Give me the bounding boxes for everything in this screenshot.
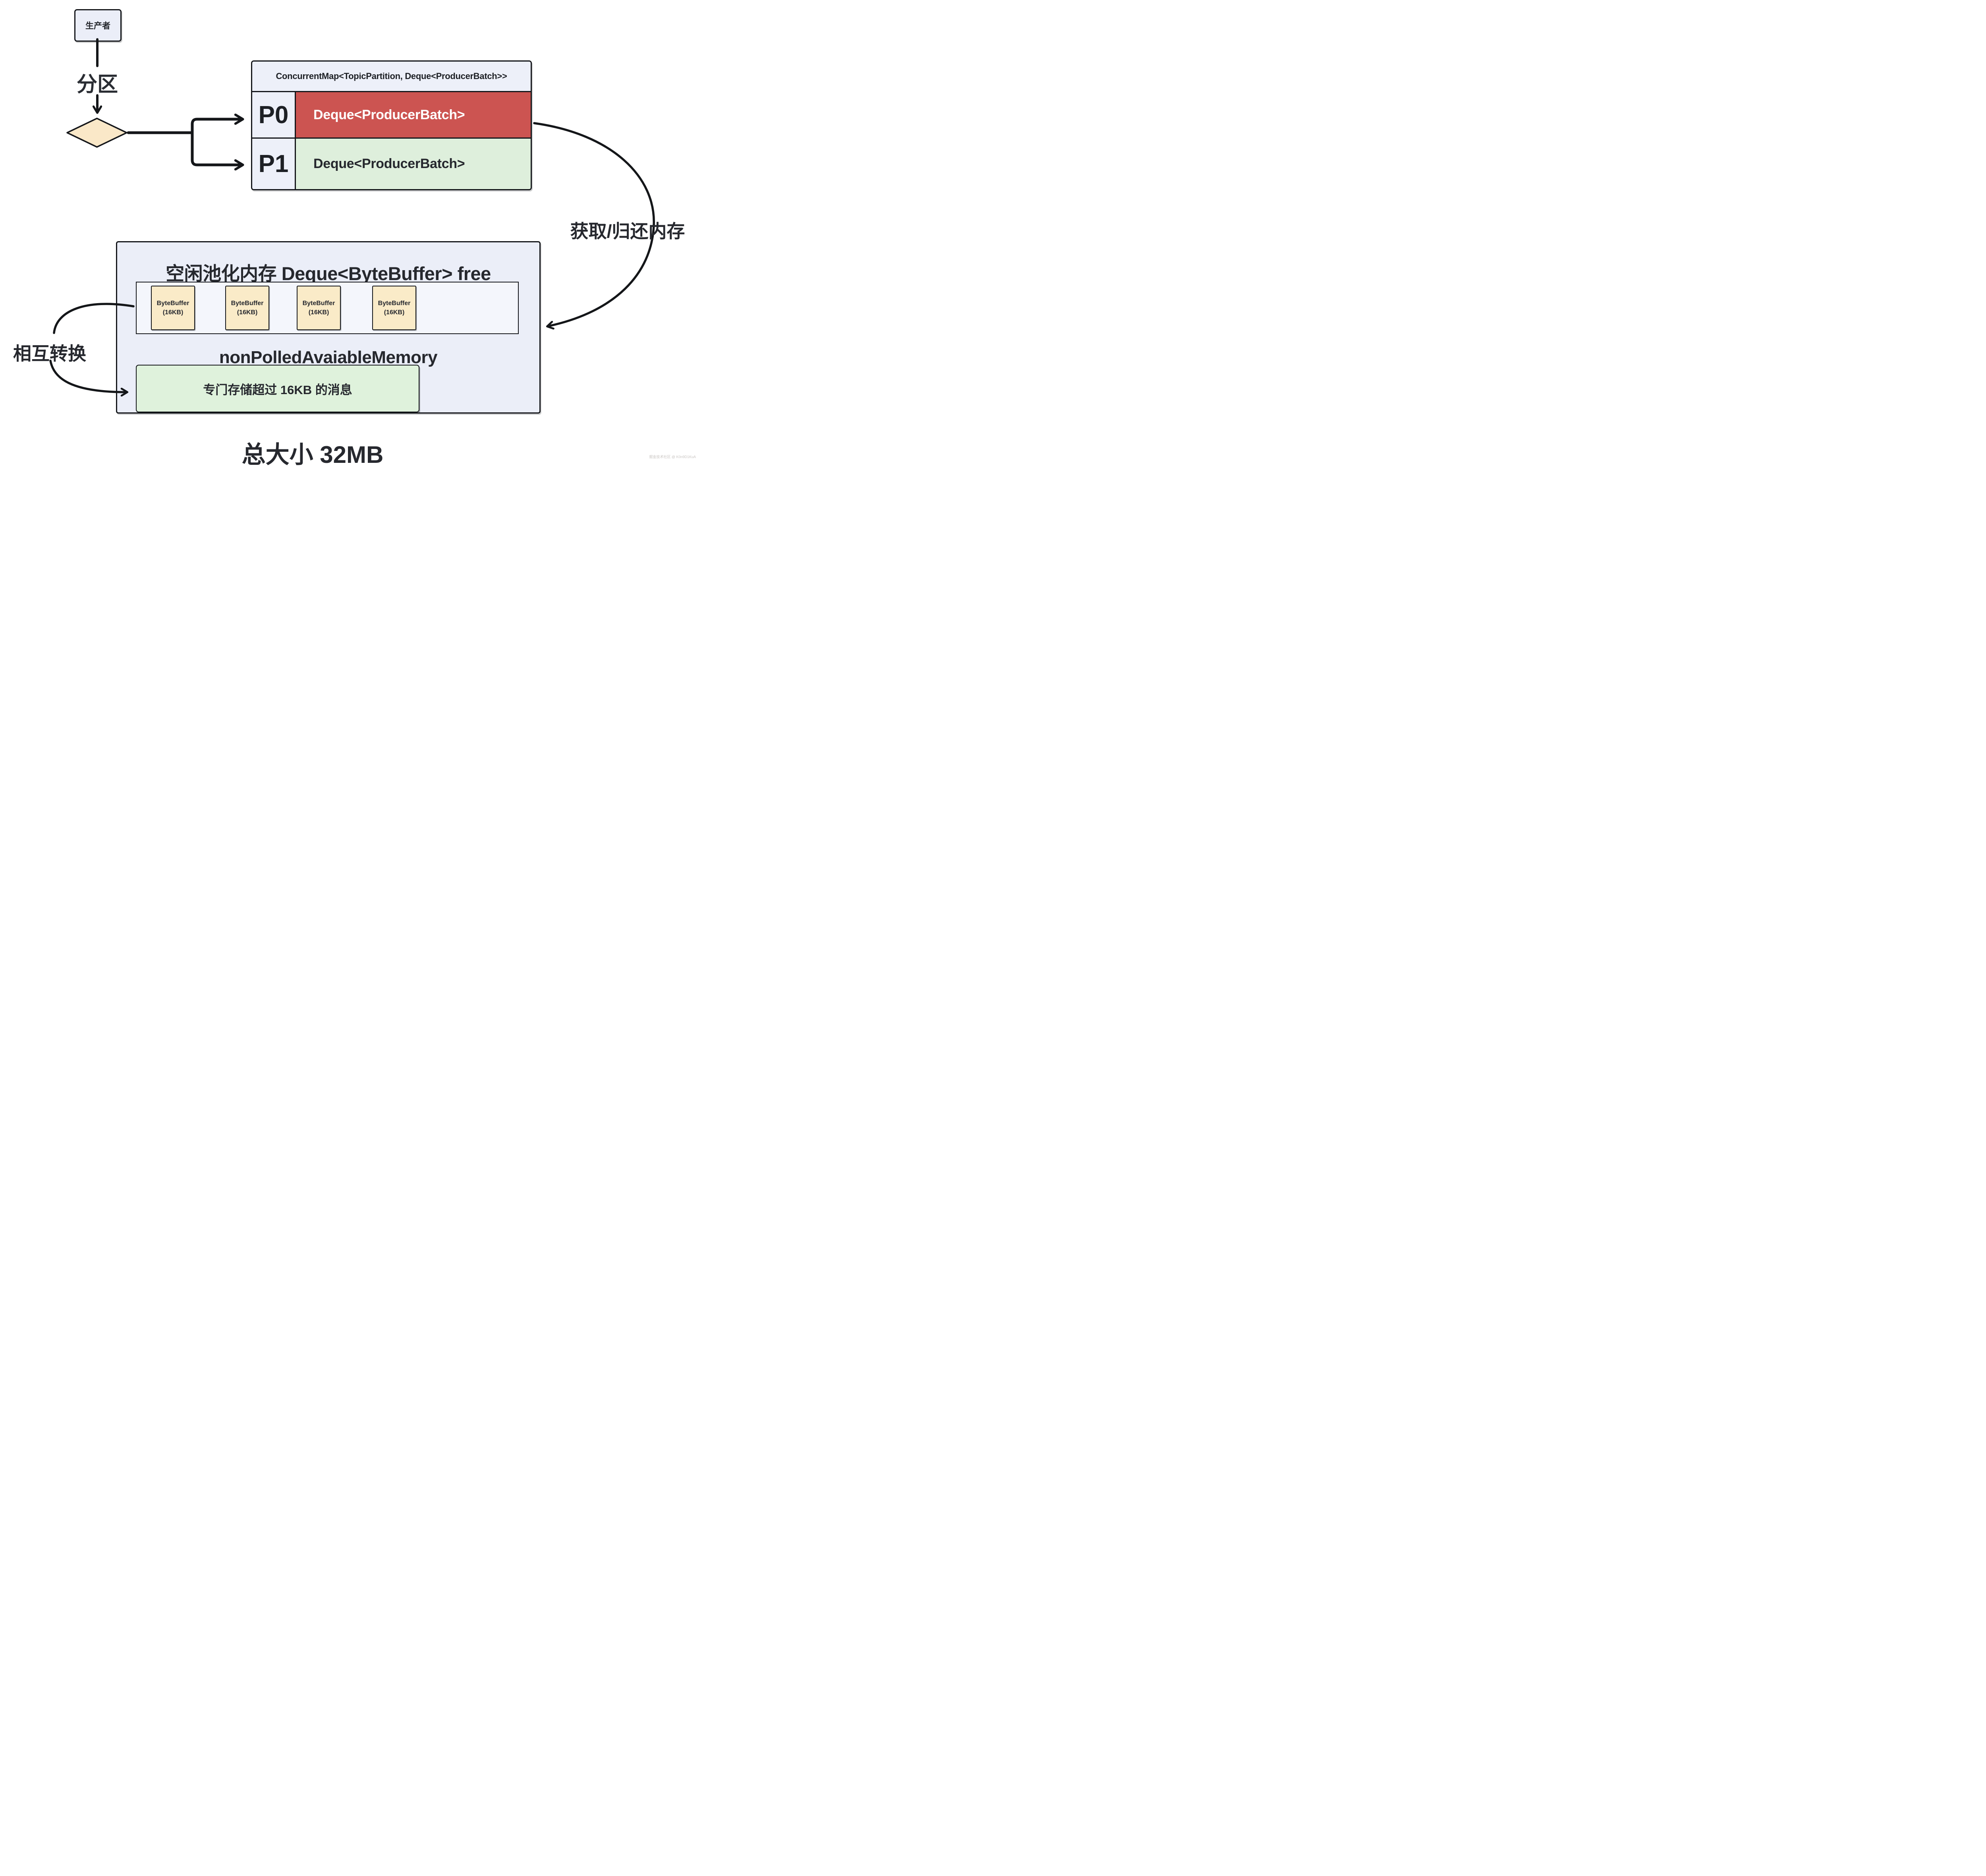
total-size-label: 总大小 32MB bbox=[241, 441, 384, 468]
memory-exchange-label: 获取/归还内存 bbox=[570, 221, 685, 242]
byte-buffer-size: (16KB) bbox=[308, 309, 329, 316]
partition-label: 分区 bbox=[76, 73, 118, 96]
table-row-p1: P1 Deque<ProducerBatch> bbox=[252, 139, 531, 189]
byte-buffer-block: ByteBuffer (16KB) bbox=[372, 286, 416, 330]
byte-buffer-label: ByteBuffer bbox=[378, 300, 411, 307]
kafka-producer-memory-diagram: 生产者 分区 ConcurrentMap<TopicPartition, Deq… bbox=[0, 0, 698, 469]
partition-cell-p1: P1 bbox=[252, 139, 296, 189]
byte-buffer-label: ByteBuffer bbox=[156, 300, 189, 307]
concurrent-map-header: ConcurrentMap<TopicPartition, Deque<Prod… bbox=[252, 62, 531, 92]
deque-cell-p1: Deque<ProducerBatch> bbox=[296, 139, 531, 189]
concurrent-map-table: ConcurrentMap<TopicPartition, Deque<Prod… bbox=[251, 60, 532, 190]
byte-buffer-deque-strip: ByteBuffer (16KB) ByteBuffer (16KB) Byte… bbox=[136, 282, 519, 334]
byte-buffer-block: ByteBuffer (16KB) bbox=[297, 286, 341, 330]
non-pooled-memory-label: nonPolledAvaiableMemory bbox=[219, 348, 438, 367]
byte-buffer-label: ByteBuffer bbox=[302, 300, 335, 307]
overflow-message-box: 专门存储超过 16KB 的消息 bbox=[136, 365, 419, 412]
producer-label: 生产者 bbox=[85, 21, 110, 31]
fork-arrow-p1 bbox=[191, 131, 241, 165]
byte-buffer-size: (16KB) bbox=[162, 309, 184, 316]
fork-arrow-p0 bbox=[191, 119, 241, 134]
byte-buffer-block: ByteBuffer (16KB) bbox=[151, 286, 195, 330]
producer-box: 生产者 bbox=[74, 9, 122, 42]
mutual-convert-label: 相互转换 bbox=[13, 343, 86, 364]
byte-buffer-size: (16KB) bbox=[384, 309, 405, 316]
overflow-message-note: 专门存储超过 16KB 的消息 bbox=[203, 383, 352, 397]
pool-title: 空闲池化内存 Deque<ByteBuffer> free bbox=[166, 263, 491, 284]
pooled-memory-box: 空闲池化内存 Deque<ByteBuffer> free ByteBuffer… bbox=[116, 241, 541, 414]
byte-buffer-size: (16KB) bbox=[237, 309, 258, 316]
byte-buffer-block: ByteBuffer (16KB) bbox=[225, 286, 269, 330]
table-row-p0: P0 Deque<ProducerBatch> bbox=[252, 92, 531, 139]
partition-cell-p0: P0 bbox=[252, 92, 296, 137]
decision-diamond bbox=[66, 118, 128, 148]
byte-buffer-label: ByteBuffer bbox=[231, 300, 264, 307]
deque-cell-p0: Deque<ProducerBatch> bbox=[296, 92, 531, 137]
watermark-text: 掘金技术社区 @ K0n9D1KuA bbox=[649, 455, 696, 459]
